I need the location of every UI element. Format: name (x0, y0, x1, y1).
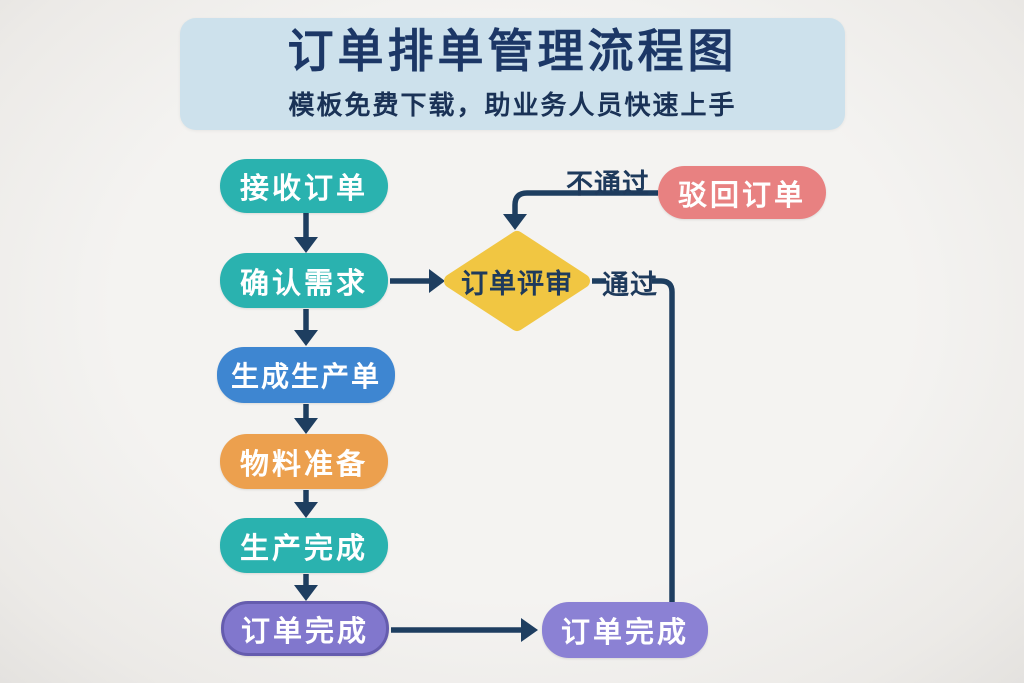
node-confirm-requirements: 确认需求 (220, 253, 388, 308)
decision-diamond-review (444, 231, 590, 331)
node-order-complete-right: 订单完成 (542, 602, 708, 658)
node-label: 订单完成 (560, 615, 689, 649)
edge-label-fail: 不通过 (566, 169, 650, 200)
arrowhead-confirm-review (429, 269, 445, 293)
node-label: 生产完成 (239, 530, 368, 565)
node-label: 订单完成 (240, 613, 369, 648)
node-label: 生成生产单 (230, 360, 381, 393)
node-generate-production-order: 生成生产单 (217, 347, 395, 403)
node-receive-order: 接收订单 (220, 159, 388, 213)
page-title: 订单排单管理流程图 (287, 24, 738, 79)
arrowhead-fail-branch (503, 214, 527, 230)
node-order-complete-left: 订单完成 (221, 601, 389, 656)
arrowhead-confirm-generate (294, 330, 318, 346)
arrowhead-production-orderdone (294, 585, 318, 601)
edge-fail-branch (512, 190, 658, 214)
node-material-preparation: 物料准备 (220, 434, 388, 489)
node-reject-order: 驳回订单 (658, 166, 826, 219)
node-label: 物料准备 (239, 446, 368, 481)
node-order-review-label: 订单评审 (461, 268, 573, 300)
page-subtitle: 模板免费下载，助业务人员快速上手 (288, 90, 737, 121)
node-production-complete: 生产完成 (220, 518, 388, 573)
arrowhead-material-production (294, 502, 318, 518)
node-label: 接收订单 (239, 171, 368, 205)
arrowhead-orderdone-orderdone (521, 618, 538, 642)
edge-label-pass: 通过 (602, 270, 658, 301)
title-banner: 订单排单管理流程图 模板免费下载，助业务人员快速上手 (180, 18, 845, 130)
node-label: 确认需求 (239, 265, 368, 300)
node-label: 驳回订单 (677, 177, 806, 212)
arrowhead-receive-confirm (294, 237, 318, 253)
arrowhead-generate-material (294, 418, 318, 434)
edge-pass-branch (652, 278, 675, 602)
